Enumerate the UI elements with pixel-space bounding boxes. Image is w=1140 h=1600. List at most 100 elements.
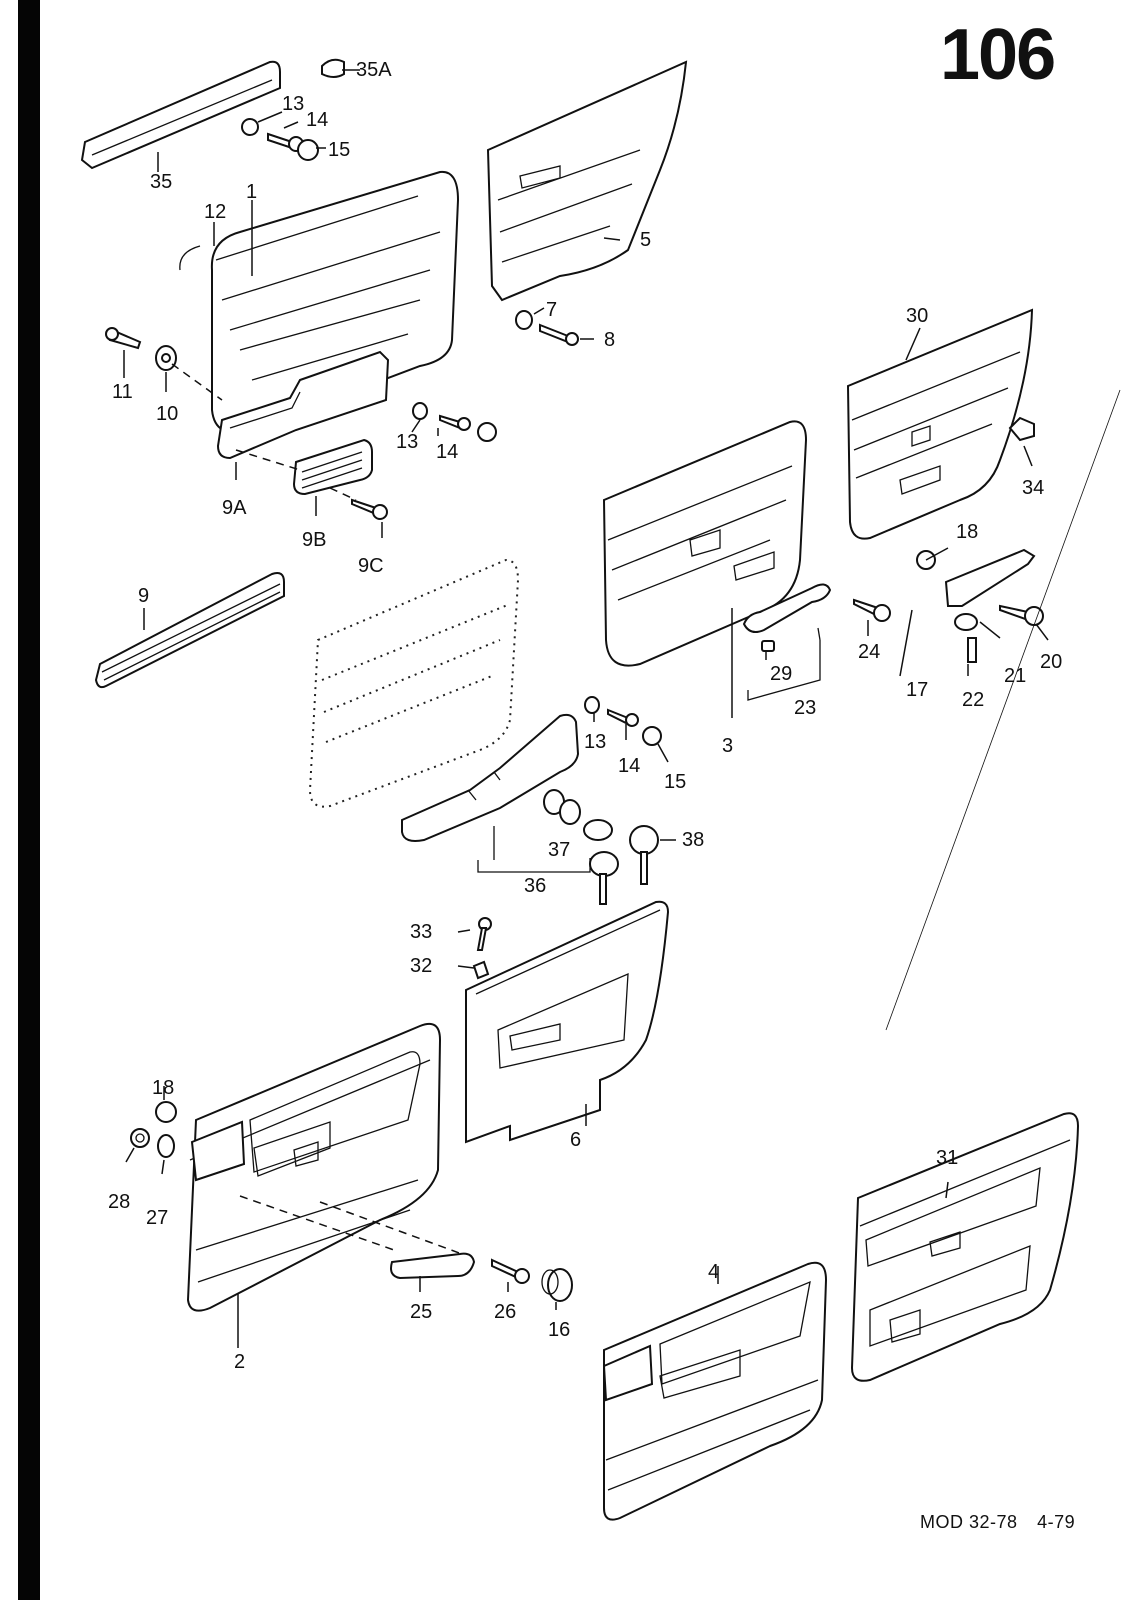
- part-21-washer: [954, 613, 978, 631]
- callout-9A: 9A: [222, 497, 247, 519]
- callout-14-mid: 14: [436, 441, 459, 463]
- callout-14: 14: [306, 109, 329, 131]
- callout-13: 13: [282, 93, 305, 115]
- part-22-screw: [967, 637, 977, 663]
- callout-14-lower: 14: [618, 755, 641, 777]
- part-26-screw: [491, 1258, 530, 1284]
- part-6-door-trim-panel: [465, 900, 670, 1144]
- part-14-screw-lower: [607, 708, 639, 727]
- part-29-cap: [761, 640, 775, 652]
- callout-6: 6: [570, 1129, 582, 1151]
- callout-8: 8: [604, 329, 616, 351]
- callout-13-lower: 13: [584, 731, 607, 753]
- part-3-door-trim-panel: [602, 420, 808, 667]
- part-7-washer: [515, 310, 533, 330]
- callout-18-right: 18: [956, 521, 979, 543]
- part-25-pull-handle: [390, 1252, 476, 1280]
- callout-17: 17: [906, 679, 929, 701]
- callout-23: 23: [794, 697, 817, 719]
- part-2-door-trim-panel: [186, 1022, 442, 1312]
- callout-5: 5: [640, 229, 652, 251]
- callout-21: 21: [1004, 665, 1027, 687]
- callout-16: 16: [548, 1319, 571, 1341]
- part-dotted-door-panel-outline: [308, 558, 520, 808]
- callout-25: 25: [410, 1301, 433, 1323]
- page-binding-edge: [18, 0, 40, 1600]
- part-27-washer: [157, 1134, 175, 1158]
- part-5-door-trim-panel: [486, 60, 688, 302]
- callout-38: 38: [682, 829, 705, 851]
- part-15-cap-top: [297, 139, 319, 161]
- callout-35: 35: [150, 171, 173, 193]
- part-28-nut: [130, 1128, 150, 1148]
- part-37-lock-cylinder: [543, 789, 613, 841]
- page-footer: MOD 32-78 4-79: [920, 1512, 1089, 1533]
- callout-33: 33: [410, 921, 433, 943]
- callout-35A: 35A: [356, 59, 392, 81]
- callout-30: 30: [906, 305, 929, 327]
- callout-28: 28: [108, 1191, 131, 1213]
- callout-20: 20: [1040, 651, 1063, 673]
- part-nut-mid: [477, 422, 497, 442]
- part-10-escutcheon: [155, 345, 177, 371]
- callout-22: 22: [962, 689, 985, 711]
- part-24-screw: [853, 598, 891, 622]
- callout-9: 9: [138, 585, 150, 607]
- part-4-door-trim-panel: [602, 1261, 828, 1521]
- callout-7: 7: [546, 299, 558, 321]
- part-34-clip: [1008, 416, 1035, 442]
- part-9A-armrest: [216, 350, 390, 460]
- callout-9C: 9C: [358, 555, 384, 577]
- callout-26: 26: [494, 1301, 517, 1323]
- callout-15-lower: 15: [664, 771, 687, 793]
- callout-12: 12: [204, 201, 227, 223]
- callout-29: 29: [770, 663, 793, 685]
- callout-10: 10: [156, 403, 179, 425]
- part-31-door-trim-panel: [850, 1112, 1080, 1382]
- callout-37: 37: [548, 839, 571, 861]
- part-13-washer-mid: [412, 402, 428, 420]
- part-38-key-blank: [629, 825, 659, 885]
- part-9-armrest-moulding: [94, 572, 285, 689]
- callout-36: 36: [524, 875, 547, 897]
- part-key: [589, 851, 619, 905]
- part-36-armrest-assembly: [401, 713, 580, 842]
- part-35-moulding-strip: [80, 60, 281, 170]
- callout-1: 1: [246, 181, 258, 203]
- footer-model-code: MOD 32-78: [920, 1512, 1018, 1532]
- callout-3: 3: [722, 735, 734, 757]
- part-35A-clip: [321, 58, 345, 78]
- callout-18-left: 18: [152, 1077, 175, 1099]
- part-13-washer-top: [241, 118, 259, 136]
- callout-11: 11: [112, 381, 133, 403]
- part-1-door-trim-panel: [179, 170, 460, 434]
- part-9B-armrest-cover: [292, 438, 373, 496]
- part-20-screw: [999, 604, 1044, 626]
- part-15-cap-lower: [642, 726, 662, 746]
- part-16-plug: [541, 1268, 573, 1302]
- callout-15: 15: [328, 139, 351, 161]
- part-13-washer-lower: [584, 696, 600, 714]
- callout-13-mid: 13: [396, 431, 419, 453]
- footer-date: 4-79: [1037, 1512, 1076, 1532]
- part-33-screw: [476, 917, 492, 951]
- part-30-door-trim-panel: [846, 308, 1034, 540]
- leader-lines: [123, 69, 1049, 1348]
- part-9C-screw: [351, 498, 388, 520]
- page-number: 106: [940, 15, 1056, 95]
- part-32-clip: [472, 960, 490, 980]
- callout-4: 4: [708, 1261, 720, 1283]
- callout-34: 34: [1022, 477, 1045, 499]
- part-14-screw-mid: [439, 414, 471, 431]
- callout-2: 2: [234, 1351, 246, 1373]
- callout-24: 24: [858, 641, 881, 663]
- part-11-screw: [105, 327, 142, 350]
- callout-31: 31: [936, 1147, 959, 1169]
- callout-32: 32: [410, 955, 433, 977]
- callout-9B: 9B: [302, 529, 327, 551]
- part-8-screw: [539, 323, 579, 346]
- part-23-pull-handle: [742, 583, 832, 633]
- part-17-handle-bracket: [944, 548, 1036, 607]
- part-18-clip-left: [155, 1101, 177, 1123]
